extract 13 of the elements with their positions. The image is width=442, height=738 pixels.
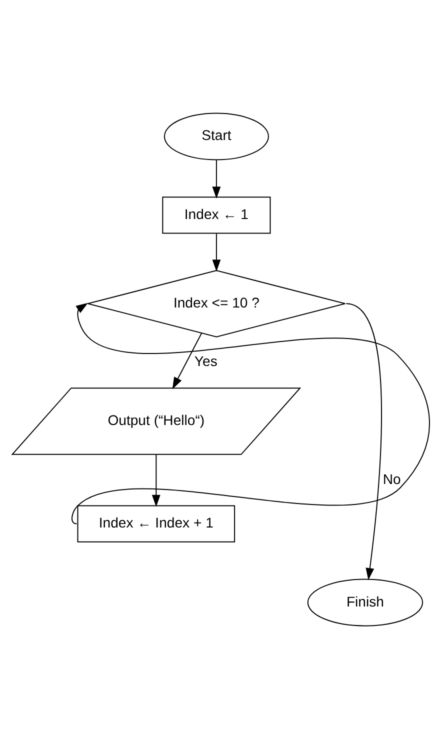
arrow <box>212 233 221 272</box>
arrow <box>152 454 160 506</box>
arrow <box>72 302 430 524</box>
edge-label: Yes <box>194 352 218 369</box>
node-box: Index ← 1 <box>162 196 271 234</box>
node-ellipse: Finish <box>307 578 424 626</box>
edge-label: No <box>382 470 401 486</box>
node-diamond: Index <= 10 ? <box>87 269 346 337</box>
node-ellipse: Start <box>164 112 269 160</box>
arrow <box>172 332 202 389</box>
node-box: Index ← Index + 1 <box>77 504 236 542</box>
arrow <box>346 302 382 580</box>
arrow <box>212 160 221 198</box>
